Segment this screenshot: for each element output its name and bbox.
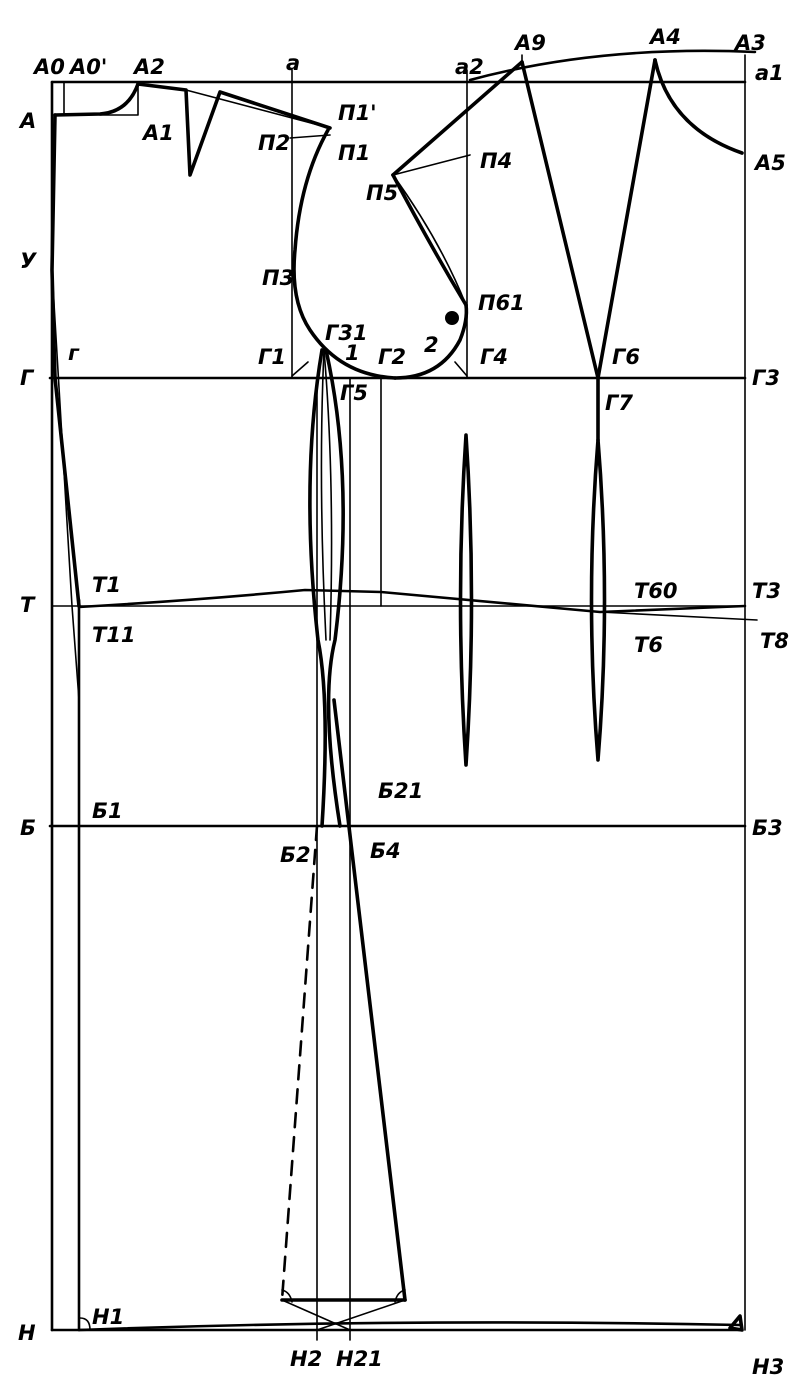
label-h2: Н2 xyxy=(290,1347,322,1371)
label-h1: Н1 xyxy=(92,1305,124,1329)
hem-corner-mark-l xyxy=(281,1289,293,1303)
chest-dart-right xyxy=(596,58,657,380)
hem-curve xyxy=(77,1321,742,1332)
label-y: У xyxy=(20,249,38,273)
back-center-inner xyxy=(51,269,80,701)
label-b21: Б21 xyxy=(378,779,423,803)
back-center-curve xyxy=(50,113,81,608)
label-b3: Б3 xyxy=(752,816,783,840)
side-seam xyxy=(280,348,407,1331)
label-p4: П4 xyxy=(480,149,512,173)
label-t6: Т6 xyxy=(634,633,663,657)
t8-line xyxy=(599,611,758,621)
label-b4: Б4 xyxy=(370,839,401,863)
label-h: Н xyxy=(18,1321,36,1345)
label-g7: Г7 xyxy=(605,391,633,415)
label-b2: Б2 xyxy=(280,843,311,867)
label-z: г xyxy=(68,341,80,365)
chest-dart-left xyxy=(520,60,600,380)
label-a2s: а2 xyxy=(455,55,484,79)
b2-dashed-line xyxy=(280,824,319,1302)
label-g2: Г2 xyxy=(378,345,406,369)
side-seam-inner-2 xyxy=(323,349,333,641)
label-p5: П5 xyxy=(366,181,398,205)
hem-cross-line xyxy=(281,1299,406,1331)
side-seam-right xyxy=(324,348,345,828)
label-p3: П3 xyxy=(262,266,294,290)
construction-grid xyxy=(48,54,747,1341)
label-p1: П1 xyxy=(338,141,370,165)
waist-darts xyxy=(458,433,607,767)
label-g: Г xyxy=(20,366,35,390)
label-a0: А0 xyxy=(32,55,65,79)
front-armhole-upper xyxy=(391,173,468,307)
label-a2: А2 xyxy=(132,55,165,79)
neck-box-line xyxy=(99,83,139,116)
p61-point xyxy=(445,311,459,325)
label-a: а xyxy=(286,51,300,75)
label-A1: А1 xyxy=(141,121,174,145)
label-a9: А9 xyxy=(513,31,546,55)
p4-line xyxy=(392,154,471,176)
top-curve xyxy=(468,49,757,82)
label-a3: А3 xyxy=(733,31,766,55)
label-g6: Г6 xyxy=(612,345,640,369)
label-a1s: а1 xyxy=(755,61,784,85)
label-p1p: П1' xyxy=(338,101,377,125)
front-armhole-inner xyxy=(392,174,467,306)
label-g3: Г3 xyxy=(752,366,780,390)
front-neck-curve xyxy=(653,58,744,155)
armhole-corner-mark xyxy=(291,361,468,377)
shoulder-aux-line xyxy=(185,89,331,129)
b2-lower-line xyxy=(332,698,407,1302)
label-g5: Г5 xyxy=(340,381,368,405)
side-seam-left xyxy=(308,348,327,828)
label-p2: П2 xyxy=(258,131,290,155)
back-top xyxy=(53,82,332,177)
front-waist-dart xyxy=(458,433,474,767)
waist-curve xyxy=(77,588,747,614)
label-two: 2 xyxy=(424,333,439,357)
front-shoulder-line xyxy=(391,60,524,177)
side-seam-inner xyxy=(320,349,327,641)
label-a5: А5 xyxy=(753,151,786,175)
label-t8: Т8 xyxy=(760,629,789,653)
label-t: Т xyxy=(20,593,36,617)
label-t3: Т3 xyxy=(752,579,781,603)
back-shoulder-line xyxy=(136,82,332,177)
label-t1: Т1 xyxy=(92,573,121,597)
h3-mark xyxy=(728,1314,744,1332)
h1-mark xyxy=(79,1317,91,1331)
label-one: 1 xyxy=(345,341,360,365)
side-front-dart xyxy=(589,438,607,762)
label-g31: Г31 xyxy=(325,321,368,345)
label-a0p: А0' xyxy=(68,55,107,79)
back-neck-curve xyxy=(53,82,140,117)
label-b: Б xyxy=(20,816,36,840)
armhole xyxy=(291,60,524,380)
label-A: А xyxy=(18,109,36,133)
label-a4: А4 xyxy=(648,25,681,49)
labels: А0 А0' А2 а а2 А9 А4 А3 а1 А А1 А5 П1' П… xyxy=(18,25,789,1379)
front-top xyxy=(468,49,757,442)
label-h3: Н3 xyxy=(752,1355,784,1379)
back-armhole-curve xyxy=(292,128,397,380)
label-g4: Г4 xyxy=(480,345,508,369)
label-g1: Г1 xyxy=(258,345,286,369)
waist-shaping xyxy=(50,113,758,1332)
hem-corner-mark-r xyxy=(394,1289,406,1303)
label-h21: Н21 xyxy=(336,1347,383,1371)
label-p61: П61 xyxy=(478,291,525,315)
label-b1: Б1 xyxy=(92,799,123,823)
label-t11: Т11 xyxy=(92,623,136,647)
front-armhole-curve xyxy=(393,303,469,380)
label-t60: Т60 xyxy=(634,579,678,603)
